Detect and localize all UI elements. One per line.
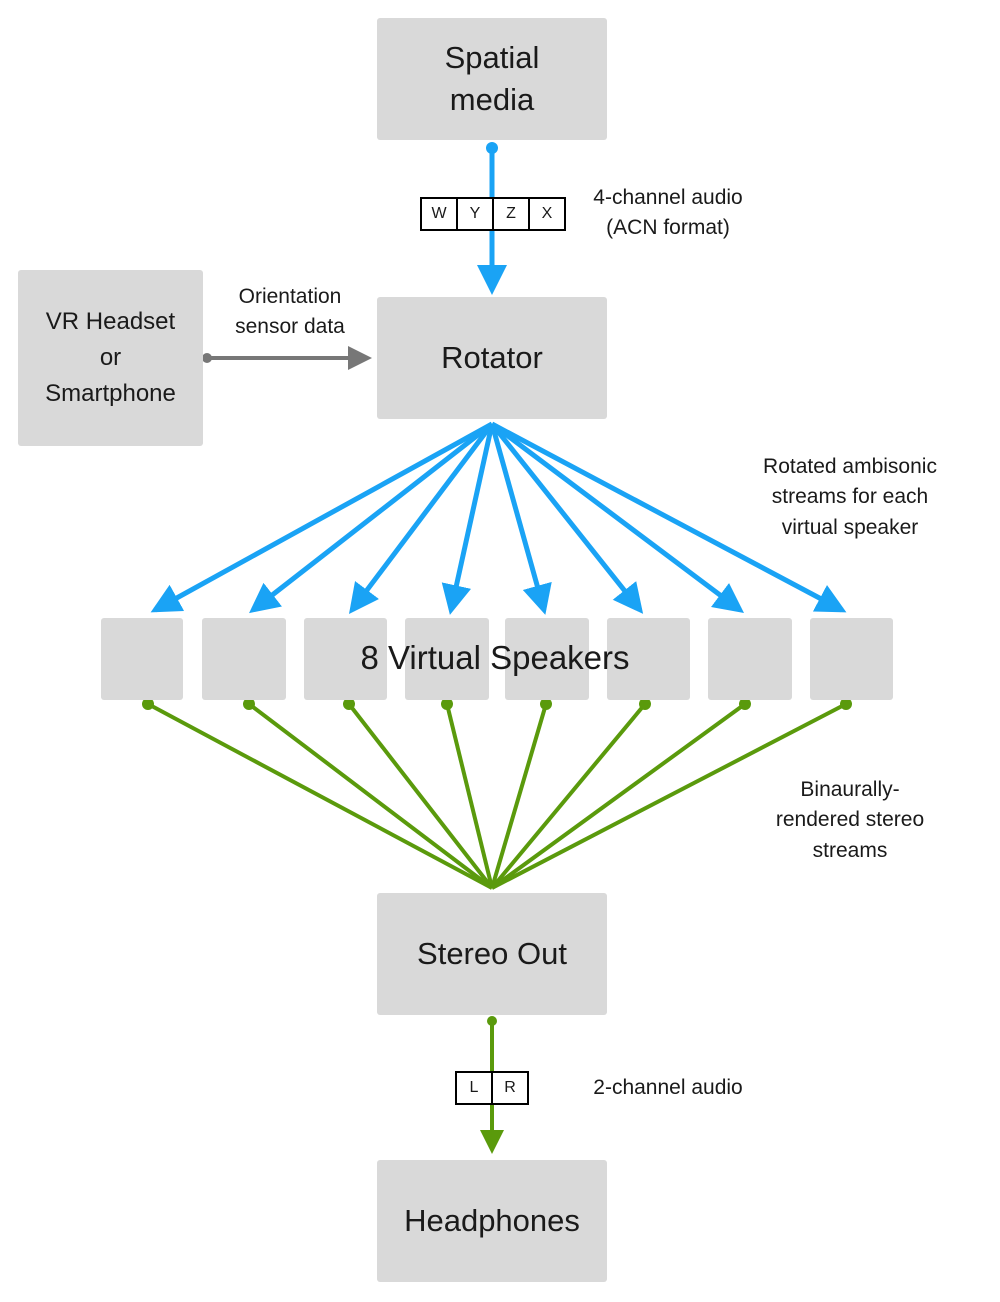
orientation-label: Orientation sensor data (235, 285, 345, 339)
channel-y: Y (456, 197, 494, 231)
stereo-out-box: Stereo Out (377, 893, 607, 1015)
input-audio-label: 4-channel audio (ACN format) (593, 186, 743, 240)
channel-x: X (528, 197, 566, 231)
rotator-fanout-arrows (150, 421, 847, 615)
rotator-box: Rotator (377, 297, 607, 419)
channel-l: L (455, 1071, 493, 1105)
channel-r: R (491, 1071, 529, 1105)
virtual-speaker-5 (505, 618, 589, 700)
virtual-speakers-label: 8 Virtual Speakers (360, 639, 630, 676)
output-audio-label: 2-channel audio (593, 1076, 743, 1099)
binaural-label: Binaurally- rendered stereo streams (775, 778, 925, 862)
virtual-speaker-4 (405, 618, 489, 700)
vr-headset-box: VR Headset or Smartphone (18, 270, 203, 446)
output-channel-tags: L R (455, 1071, 529, 1105)
virtual-speaker-3 (304, 618, 387, 700)
channel-w: W (420, 197, 458, 231)
virtual-speaker-8 (810, 618, 893, 700)
input-channel-tags: W Y Z X (420, 197, 566, 231)
headphones-box: Headphones (377, 1160, 607, 1282)
virtual-speaker-2 (202, 618, 286, 700)
rotated-streams-label: Rotated ambisonic streams for each virtu… (763, 455, 937, 539)
channel-z: Z (492, 197, 530, 231)
virtual-speaker-6 (607, 618, 690, 700)
virtual-speaker-7 (708, 618, 792, 700)
spatial-media-box: Spatial media (377, 18, 607, 140)
speaker-convergence-lines (142, 698, 852, 890)
virtual-speaker-1 (101, 618, 183, 700)
arrow-headset-to-rotator (202, 346, 372, 370)
